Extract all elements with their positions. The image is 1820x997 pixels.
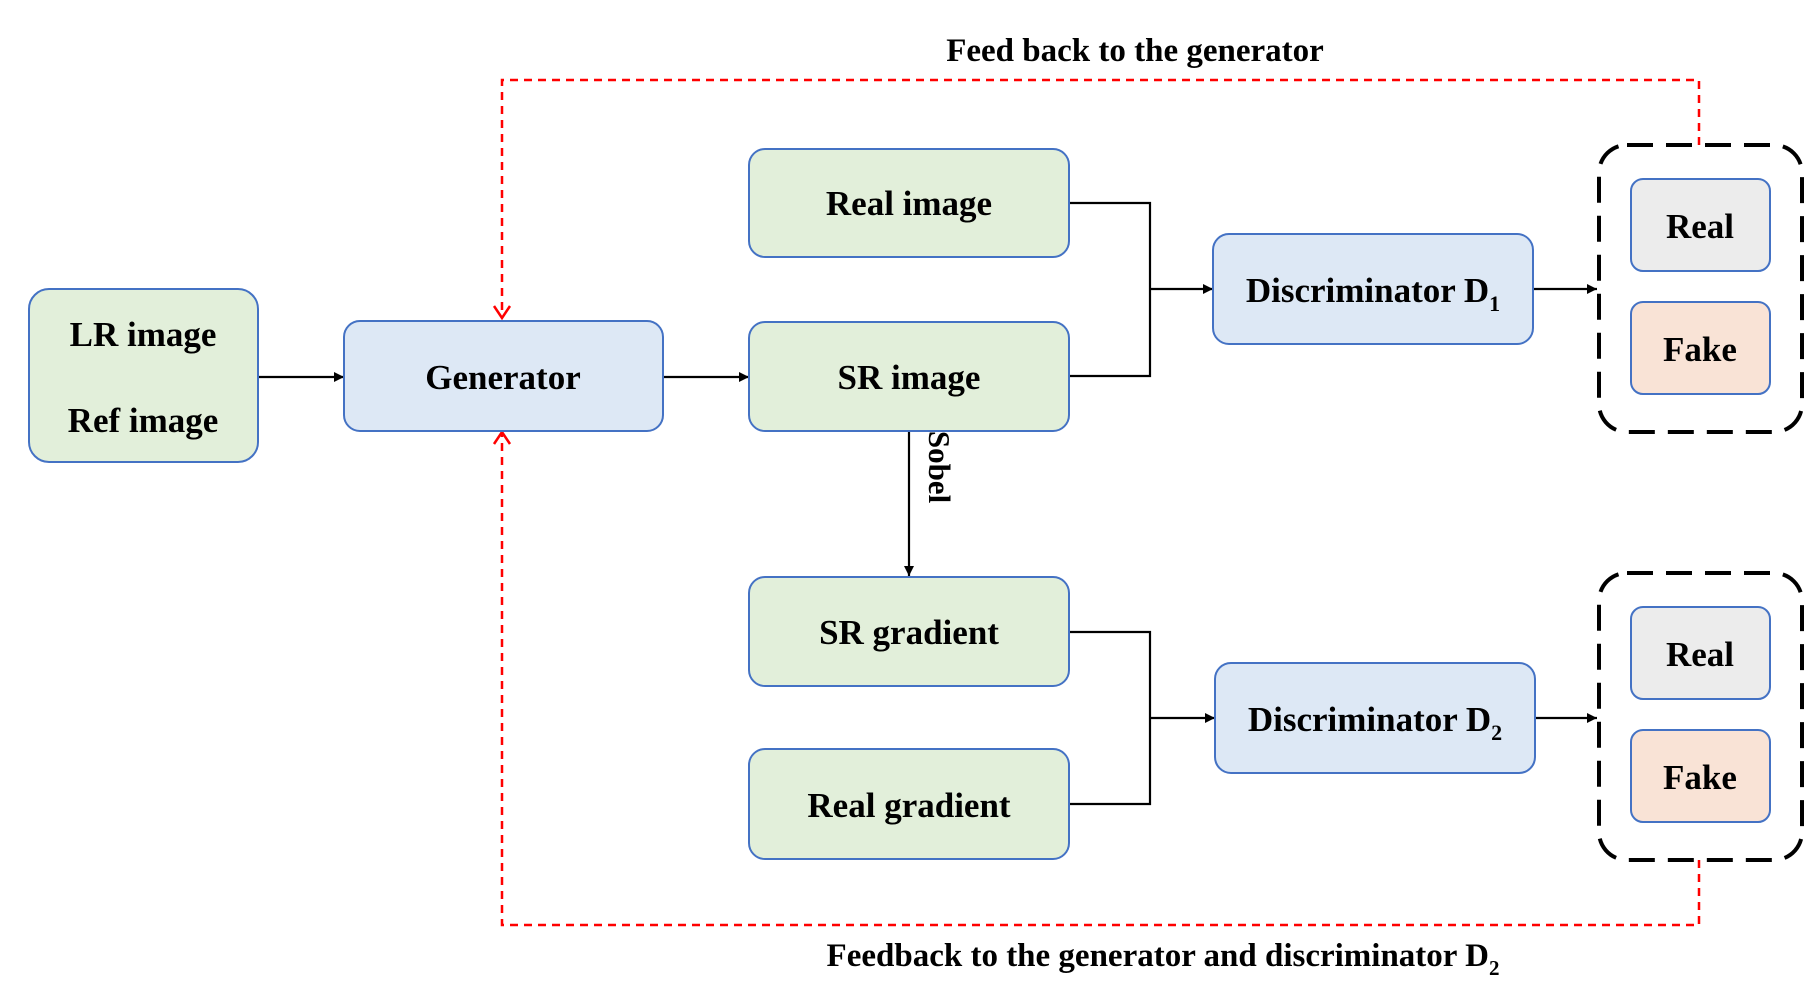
feedback-bottom-line xyxy=(500,432,1701,927)
real-gradient-label: Real gradient xyxy=(807,786,1011,825)
discriminator-2-box-frame xyxy=(1214,662,1536,774)
discriminator-1-label: Discriminator D1 xyxy=(1246,271,1500,316)
discriminator-2-label: Discriminator D2 xyxy=(1248,700,1502,745)
input-box: LR image Ref image xyxy=(28,288,259,463)
discriminator-2-text: Discriminator D xyxy=(1248,700,1491,739)
feedback-top-arrow xyxy=(492,305,512,321)
output-2-fake-box xyxy=(1630,729,1771,823)
real-gradient-box: Real gradient xyxy=(748,748,1070,860)
sr-gradient-box-frame xyxy=(748,576,1070,687)
output-2-real-label: Real xyxy=(1666,635,1734,674)
sobel-label: Sobel xyxy=(922,431,957,504)
real-image-box-frame xyxy=(748,148,1070,258)
discriminator-1-subscript: 1 xyxy=(1489,291,1500,316)
discriminator-1-box: Discriminator D1 xyxy=(1212,233,1534,345)
generator-box-frame xyxy=(343,320,664,432)
output-1-fake-box xyxy=(1630,301,1771,395)
ref-image-label: Ref image xyxy=(68,401,219,440)
output-group-1: Real Fake xyxy=(1597,143,1804,434)
output-1-real-box xyxy=(1630,178,1771,272)
feedback-bottom-subscript: 2 xyxy=(1489,956,1500,980)
real-image-box: Real image xyxy=(748,148,1070,258)
sr-image-box-frame xyxy=(748,321,1070,432)
output-group-2: Real Fake xyxy=(1597,571,1804,862)
real-image-label: Real image xyxy=(826,184,992,223)
real-gradient-box-frame xyxy=(748,748,1070,860)
sr-image-box: SR image xyxy=(748,321,1070,432)
feedback-bottom-label: Feedback to the generator and discrimina… xyxy=(827,938,1500,980)
output-2-real-box xyxy=(1630,606,1771,700)
sr-gradient-label: SR gradient xyxy=(819,613,999,652)
feedback-top-label: Feed back to the generator xyxy=(946,33,1324,69)
feedback-top-line xyxy=(500,78,1701,318)
discriminator-1-box-frame xyxy=(1212,233,1534,345)
input-box-frame xyxy=(28,288,259,463)
sr-gradient-box: SR gradient xyxy=(748,576,1070,687)
discriminator-1-text: Discriminator D xyxy=(1246,271,1489,310)
lr-image-label: LR image xyxy=(70,315,217,354)
connector-gradient-merge xyxy=(1069,630,1152,806)
feedback-bottom-arrow xyxy=(492,429,512,445)
feedback-bottom-text: Feedback to the generator and discrimina… xyxy=(827,938,1489,974)
output-1-fake-label: Fake xyxy=(1663,330,1737,369)
output-2-fake-label: Fake xyxy=(1663,758,1737,797)
generator-box: Generator xyxy=(343,320,664,432)
sr-image-label: SR image xyxy=(838,358,981,397)
discriminator-2-subscript: 2 xyxy=(1491,720,1502,745)
connector-real-image-merge xyxy=(1069,201,1152,378)
discriminator-2-box: Discriminator D2 xyxy=(1214,662,1536,774)
output-1-real-label: Real xyxy=(1666,207,1734,246)
generator-label: Generator xyxy=(425,358,580,397)
